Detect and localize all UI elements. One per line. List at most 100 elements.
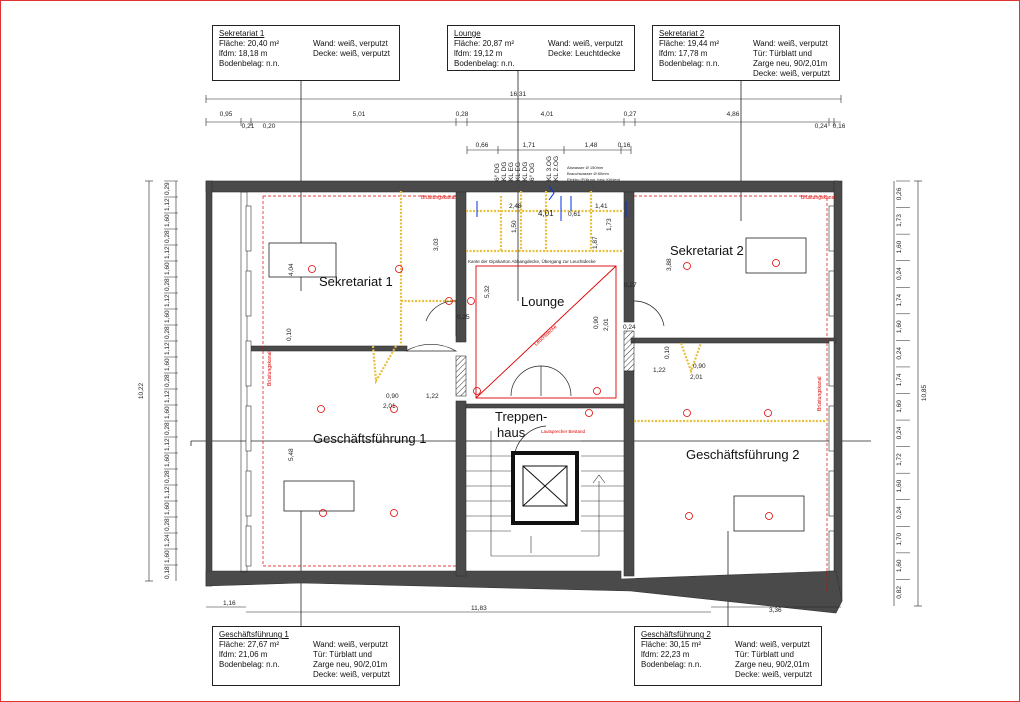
stair-lines	[466, 431, 624, 557]
right-dim-4: 1,74	[896, 293, 903, 306]
right-dim-7: 1,74	[896, 373, 903, 386]
left-dim-14: 1,60	[164, 406, 171, 419]
abwasser-labels: Abwasser Ø 150mm Brauchwasser Ø 80mm Ele…	[567, 165, 621, 182]
svg-text:0,10: 0,10	[664, 346, 671, 359]
right-dim-0: 0,26	[896, 187, 903, 200]
svg-text:4,01: 4,01	[541, 111, 554, 118]
left-dim-values: 0,29 1,12 1,60 0,28 1,12 1,60 0,28 1,12 1,60 0,28…	[164, 180, 178, 579]
svg-text:2,48: 2,48	[509, 203, 522, 210]
windows	[245, 205, 835, 572]
right-dim-8: 1,60	[896, 400, 903, 413]
svg-text:1,22: 1,22	[653, 367, 666, 374]
svg-text:4,04: 4,04	[288, 263, 295, 276]
bruestungskanal-dashed	[262, 195, 828, 591]
svg-text:KL 3.OG: KL 3.OG	[546, 156, 553, 181]
left-dim-1: 1,12	[164, 198, 171, 211]
svg-text:Brüstungskanal: Brüstungskanal	[421, 195, 455, 201]
svg-text:1,87: 1,87	[592, 236, 599, 249]
blue-markers	[476, 185, 627, 221]
left-dim-17: 1,60	[164, 454, 171, 467]
left-dim-7: 1,12	[164, 294, 171, 307]
dim-left-total: 10,22	[138, 382, 145, 399]
svg-text:4,01: 4,01	[538, 209, 554, 218]
hatched-walls	[455, 330, 635, 397]
svg-text:3,36: 3,36	[769, 607, 782, 614]
svg-text:KL EG: KL EG	[515, 162, 522, 181]
left-dim-3: 0,28	[164, 230, 171, 243]
desks	[268, 237, 807, 532]
top-row-dims: 0,95 5,01 0,28 4,01 0,27 4,86 0,21 0,20 …	[220, 111, 846, 130]
svg-text:5,48: 5,48	[288, 448, 295, 461]
svg-text:0,10: 0,10	[286, 328, 293, 341]
svg-text:KL EG: KL EG	[508, 162, 515, 181]
infobox-title: Geschäftsführung 1	[219, 630, 289, 639]
svg-text:Abwasser Ø 150mm: Abwasser Ø 150mm	[567, 165, 604, 170]
infobox-title: Sekretariat 1	[219, 29, 265, 38]
svg-text:0,28: 0,28	[456, 111, 469, 118]
left-dim-23: 1,60	[164, 550, 171, 563]
left-dim-10: 1,12	[164, 342, 171, 355]
svg-text:KL DG: KL DG	[522, 162, 529, 181]
left-dim-13: 1,12	[164, 390, 171, 403]
left-dim-8: 1,60	[164, 310, 171, 323]
svg-text:0,25: 0,25	[457, 314, 470, 321]
leuchtdecke	[475, 265, 617, 399]
left-dim-0: 0,29	[164, 182, 171, 195]
top-dimensions	[205, 95, 842, 154]
svg-text:0,90: 0,90	[386, 393, 399, 400]
left-dim-20: 1,60	[164, 502, 171, 515]
left-dim-18: 0,28	[164, 470, 171, 483]
right-dimension-chain	[893, 180, 922, 607]
interior-dims: 3,03 4,04 5,32 0,25 0,10 0,90 2,01 1,22 …	[286, 203, 706, 461]
left-dim-15: 0,28	[164, 422, 171, 435]
elevator	[511, 451, 579, 525]
svg-text:0,90: 0,90	[693, 363, 706, 370]
svg-text:0,24: 0,24	[815, 123, 828, 130]
left-dim-24: 0,18	[164, 566, 171, 579]
svg-text:Brüstungskanal: Brüstungskanal	[801, 195, 835, 201]
svg-text:0,24: 0,24	[623, 324, 636, 331]
right-dim-12: 0,24	[896, 506, 903, 519]
svg-text:0,21: 0,21	[242, 123, 255, 130]
svg-text:1,41: 1,41	[595, 203, 608, 210]
left-dim-16: 1,12	[164, 438, 171, 451]
bottom-dims	[206, 606, 841, 613]
svg-text:6° DG: 6° DG	[493, 163, 501, 181]
kante-label: Kante der Gipskarton Abhangdecke, Überga…	[468, 258, 596, 264]
right-dim-9: 0,24	[896, 426, 903, 439]
svg-text:2,01: 2,01	[383, 403, 396, 410]
right-dim-13: 1,70	[896, 533, 903, 546]
right-dim-1: 1,73	[896, 214, 903, 227]
svg-text:KL DG: KL DG	[501, 162, 508, 181]
svg-text:0,27: 0,27	[624, 111, 637, 118]
svg-text:6° OG: 6° OG	[528, 163, 536, 181]
room-label-sekretariat-2: Sekretariat 2	[670, 243, 744, 258]
svg-text:1,50: 1,50	[511, 220, 518, 233]
svg-text:1,16: 1,16	[223, 600, 236, 607]
svg-text:1,22: 1,22	[426, 393, 439, 400]
right-dim-3: 0,24	[896, 267, 903, 280]
svg-text:Brüstungskanal: Brüstungskanal	[817, 377, 823, 411]
socket-symbols	[308, 259, 780, 520]
svg-text:2,01: 2,01	[690, 374, 703, 381]
left-dim-9: 0,28	[164, 326, 171, 339]
left-dim-5: 1,60	[164, 262, 171, 275]
room-label-gf2: Geschäftsführung 2	[686, 447, 800, 462]
kl-labels: 6° DG KL DG KL EG KL EG KL DG 6° OG KL 3…	[493, 156, 560, 181]
right-dim-15: 0,82	[896, 586, 903, 599]
svg-text:Brauchwasser Ø 80mm: Brauchwasser Ø 80mm	[567, 171, 609, 176]
svg-text:0,90: 0,90	[593, 316, 600, 329]
svg-text:0,66: 0,66	[476, 142, 489, 149]
infobox-title: Geschäftsführung 2	[641, 630, 711, 639]
walls	[205, 180, 843, 614]
svg-text:0,16: 0,16	[618, 142, 631, 149]
svg-text:0,95: 0,95	[220, 111, 233, 118]
left-dim-19: 1,12	[164, 486, 171, 499]
left-dim-4: 1,12	[164, 246, 171, 259]
svg-text:0,20: 0,20	[263, 123, 276, 130]
